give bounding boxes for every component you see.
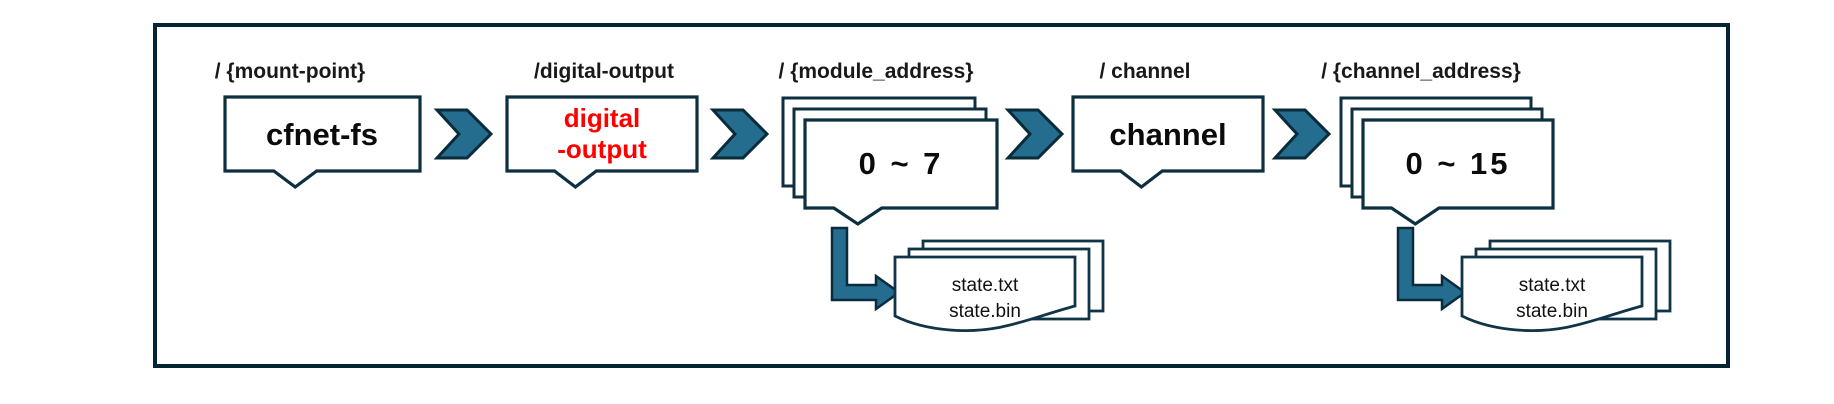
node-label: cfnet-fs [266, 117, 378, 152]
chevron-right-icon [709, 108, 770, 160]
node-label: 0 ~ 15 [1405, 146, 1510, 181]
path-label: /digital-output [534, 60, 674, 83]
node-label-line1: digital [564, 103, 641, 133]
stack-page-front [803, 118, 999, 226]
chevron-right-icon [433, 108, 494, 160]
doc-page-front [893, 255, 1077, 332]
cfnet-fs-box [223, 95, 422, 189]
module-files: state.txt state.bin [830, 226, 1105, 332]
chevron-right-icon [1271, 108, 1332, 160]
digital-output-box [505, 95, 699, 190]
node-label: channel [1109, 117, 1226, 152]
node-label-line2: -output [557, 134, 647, 164]
step-digital-output: /digital-output digital -output [505, 60, 699, 190]
channel-box [1071, 95, 1265, 190]
path-label: / {mount-point} [215, 60, 365, 83]
stack-page-front [1361, 118, 1555, 226]
chevron-right-icon [1004, 108, 1065, 160]
file-name-line2: state.bin [1516, 301, 1588, 322]
step-module-address: / {module_address} 0 ~ 7 [779, 60, 999, 226]
path-label: / {channel_address} [1321, 60, 1521, 83]
file-name-line1: state.txt [952, 275, 1019, 296]
file-name-line1: state.txt [1519, 275, 1586, 296]
bent-arrow-icon [830, 226, 902, 312]
channel-files: state.txt state.bin [1396, 226, 1672, 332]
path-label: / {module_address} [779, 60, 974, 83]
bent-arrow-icon [1396, 226, 1468, 312]
file-name-line2: state.bin [949, 301, 1021, 322]
step-mount-point: / {mount-point} cfnet-fs [215, 60, 422, 189]
step-channel: / channel channel [1071, 60, 1265, 190]
step-channel-address: / {channel_address} 0 ~ 15 [1321, 60, 1555, 226]
path-label: / channel [1099, 60, 1190, 83]
node-label: 0 ~ 7 [859, 146, 944, 181]
doc-page-front [1460, 255, 1644, 332]
